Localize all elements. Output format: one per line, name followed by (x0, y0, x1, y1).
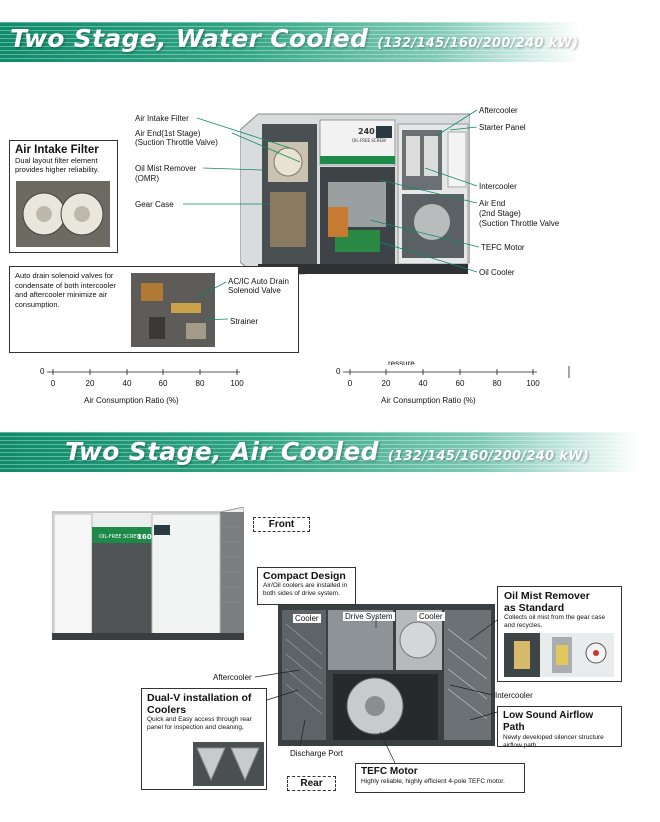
oil-mist-parts-drawing (504, 633, 607, 677)
rear-tag: Rear (287, 776, 336, 791)
compact-design-text: Air/Oil coolers are installed in both si… (263, 582, 348, 597)
label-air-end-2nd: Air End (479, 199, 506, 208)
oil-mist-remover-title: Oil Mist Remover (504, 590, 590, 602)
air-intake-filter-photo (16, 181, 110, 247)
tefc-motor-title: TEFC Motor (361, 766, 418, 777)
banner-subtitle: (132/145/160/200/240 kW) (377, 36, 579, 51)
label-discharge-port: Discharge Port (290, 749, 343, 758)
axis-left-tick: 40 (122, 379, 132, 388)
axis-left-title: Air Consumption Ratio (%) (84, 396, 179, 405)
label-air-intake-filter: Air Intake Filter (135, 114, 189, 123)
air-intake-filter-callout: Air Intake Filter Dual layout filter ele… (9, 140, 118, 253)
axis-left-zero-label: 0 (40, 367, 45, 376)
auto-drain-photo (131, 273, 215, 347)
axis-right-zero-label: 0 (336, 367, 341, 376)
low-sound-title: Low Sound Airflow Path (503, 710, 594, 733)
front-machine-brand: OIL-FREE SCREW (99, 534, 141, 540)
air-cooled-rear-machine-photo (278, 604, 495, 746)
dual-v-text: Quick and Easy access through rear panel… (147, 716, 252, 731)
axis-left-tick: 0 (50, 379, 56, 388)
compact-design-callout: Compact Design Air/Oil coolers are insta… (257, 567, 356, 605)
axis-right-tick: 40 (418, 379, 428, 388)
axis-left-tick: 100 (230, 379, 244, 388)
axis-right-tick: 60 (455, 379, 465, 388)
label-air-end-1st-sub: (Suction Throttle Valve) (135, 138, 218, 147)
label-oil-cooler: Oil Cooler (479, 268, 515, 277)
axis-right-cut-text: ressure (388, 359, 415, 365)
axis-right-tick: 80 (492, 379, 502, 388)
axis-right-tick: 100 (526, 379, 540, 388)
label-air-end-2nd-sub2: (Suction Throttle Valve (479, 219, 560, 228)
compact-design-title: Compact Design (263, 570, 346, 582)
banner-stripes (0, 432, 640, 472)
low-sound-callout: Low Sound Airflow Path Newly developed s… (497, 706, 622, 749)
filter-elements-drawing (16, 181, 110, 247)
label-gear-case: Gear Case (135, 200, 174, 209)
front-tag: Front (253, 517, 310, 532)
air-cooled-front-machine-photo: OIL-FREE SCREW 160 (52, 507, 244, 640)
machine-brand: OIL-FREE SCREW (352, 138, 386, 143)
axis-right-tick: 0 (347, 379, 353, 388)
water-cooled-machine-photo: 240 OIL-FREE SCREW (240, 112, 470, 277)
air-cooled-front-drawing: OIL-FREE SCREW 160 (52, 507, 244, 640)
banner-title: Two Stage, Water Cooled (132/145/160/200… (10, 24, 578, 53)
axis-left-tick: 20 (85, 379, 95, 388)
label-drive-system: Drive System (343, 612, 395, 621)
axis-right-title: Air Consumption Ratio (%) (381, 396, 476, 405)
banner-title-text: Two Stage, Air Cooled (65, 437, 379, 466)
air-intake-filter-text: Dual layout filter element provides high… (15, 156, 100, 174)
label-air-end-1st: Air End(1st Stage) (135, 129, 201, 138)
label-starter-panel: Starter Panel (479, 123, 526, 132)
oil-mist-remover-text: Collects oil mist from the gear case and… (504, 614, 606, 629)
auto-drain-callout: Auto drain solenoid valves for condensat… (9, 266, 299, 353)
label-intercooler: Intercooler (479, 182, 517, 191)
banner-background (0, 22, 580, 62)
banner-air-cooled: Two Stage, Air Cooled (132/145/160/200/2… (0, 432, 640, 472)
label-tefc-motor: TEFC Motor (481, 243, 525, 252)
axis-left-tick: 60 (158, 379, 168, 388)
banner-water-cooled: Two Stage, Water Cooled (132/145/160/200… (0, 22, 580, 62)
banner-background (0, 432, 640, 472)
auto-drain-valve-label: AC/IC Auto Drain Solenoid Valve (228, 277, 289, 295)
drain-valve-drawing (131, 273, 215, 347)
tefc-motor-callout: TEFC Motor Highly reliable, highly effic… (355, 763, 525, 793)
banner-title-text: Two Stage, Water Cooled (10, 24, 369, 53)
tefc-motor-text: Highly reliable, highly efficient 4-pole… (361, 778, 505, 785)
label-oil-mist-remover-sub: (OMR) (135, 174, 159, 183)
axis-left-tick: 80 (195, 379, 205, 388)
label-cooler-right: Cooler (417, 612, 445, 621)
banner-subtitle: (132/145/160/200/240 kW) (387, 449, 590, 464)
oil-mist-remover-photo (504, 633, 614, 677)
label-intercooler-bottom: Intercooler (495, 691, 533, 700)
auto-drain-text: Auto drain solenoid valves for condensat… (15, 271, 116, 309)
machine-badge: 240 (358, 127, 375, 136)
oil-mist-remover-title-2: as Standard (504, 602, 565, 614)
label-aftercooler: Aftercooler (479, 106, 518, 115)
label-air-end-2nd-sub1: (2nd Stage) (479, 209, 521, 218)
dual-v-title: Dual-V installation of (147, 692, 252, 704)
water-cooled-machine-drawing: 240 OIL-FREE SCREW (240, 113, 470, 277)
dual-v-title-2: Coolers (147, 704, 187, 716)
label-oil-mist-remover: Oil Mist Remover (135, 164, 197, 173)
banner-title: Two Stage, Air Cooled (132/145/160/200/2… (65, 437, 589, 466)
oil-mist-remover-callout: Oil Mist Remover as Standard Collects oi… (497, 586, 622, 682)
dual-v-coolers-drawing (193, 742, 264, 786)
dual-v-photo (193, 742, 264, 786)
strainer-label: Strainer (230, 317, 259, 326)
front-machine-badge: 160 (137, 533, 152, 541)
label-cooler-left: Cooler (293, 614, 321, 623)
label-aftercooler-bottom: Aftercooler (213, 673, 252, 682)
dual-v-callout: Dual-V installation of Coolers Quick and… (141, 688, 267, 790)
axis-right-tick: 20 (381, 379, 391, 388)
air-cooled-rear-drawing (278, 604, 495, 746)
air-intake-filter-title: Air Intake Filter (15, 144, 99, 156)
low-sound-text: Newly developed silencer structure airfl… (503, 734, 604, 749)
banner-stripes (0, 22, 580, 62)
